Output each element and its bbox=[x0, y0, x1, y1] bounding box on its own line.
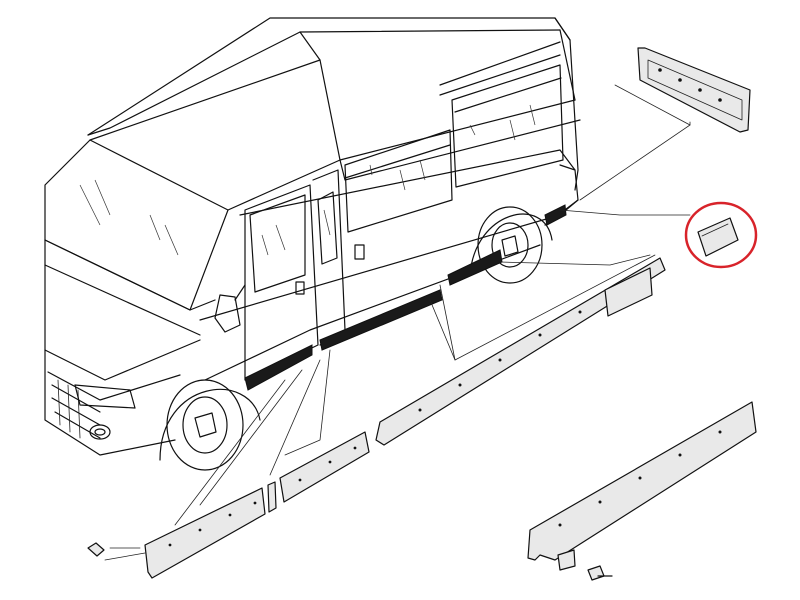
screw-fastener bbox=[587, 565, 613, 581]
highlight-circle bbox=[684, 201, 758, 269]
end-cap-part bbox=[697, 217, 739, 257]
rear-corner-molding bbox=[637, 47, 751, 133]
leader-lines bbox=[104, 84, 691, 561]
lower-long-molding bbox=[527, 401, 757, 561]
plug-fastener bbox=[87, 542, 105, 557]
small-bracket bbox=[557, 549, 576, 571]
middle-side-molding bbox=[279, 431, 370, 503]
front-side-molding bbox=[144, 487, 266, 579]
rear-short-molding bbox=[604, 267, 653, 317]
van-body bbox=[44, 17, 581, 471]
small-clip bbox=[267, 481, 277, 513]
